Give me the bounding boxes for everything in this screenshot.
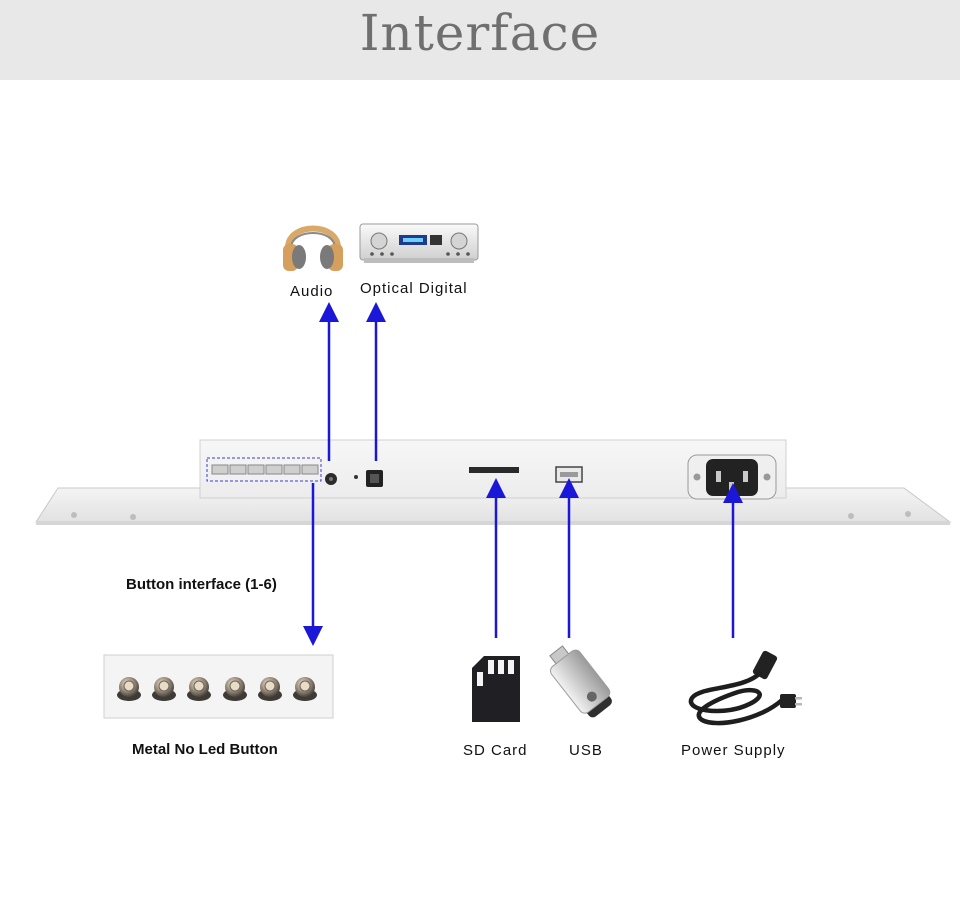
sd-card-icon xyxy=(472,656,520,722)
sd-card-slot xyxy=(469,467,519,473)
sd-card-label: SD Card xyxy=(463,742,528,759)
power-cord-icon xyxy=(688,650,802,726)
usb-drive-icon xyxy=(549,645,612,718)
connection-arrows xyxy=(303,302,743,646)
metal-button-label: Metal No Led Button xyxy=(132,741,278,758)
amplifier-icon xyxy=(359,223,479,263)
button-interface-label: Button interface (1-6) xyxy=(126,576,277,593)
metal-button-panel xyxy=(103,654,334,719)
monitor-rear-view xyxy=(35,439,952,525)
button-interface-area xyxy=(206,457,322,482)
power-supply-label: Power Supply xyxy=(681,742,786,759)
usb-label: USB xyxy=(569,742,603,759)
headphones-icon xyxy=(283,225,343,271)
header-banner: Interface xyxy=(0,0,960,80)
audio-label: Audio xyxy=(290,283,334,300)
optical-digital-label: Optical Digital xyxy=(360,280,468,297)
button-ports xyxy=(211,464,319,475)
metal-button-icon xyxy=(117,677,317,701)
page-title: Interface xyxy=(359,4,601,62)
